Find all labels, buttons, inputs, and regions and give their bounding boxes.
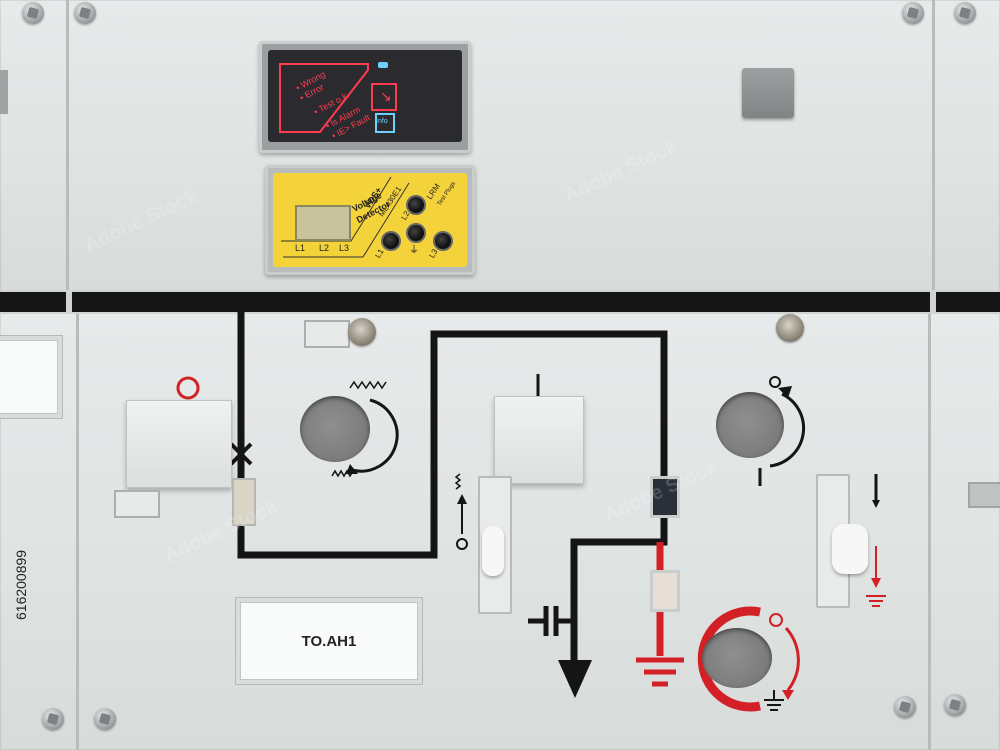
interlock-box-center bbox=[494, 396, 584, 484]
right-edge-counter bbox=[968, 482, 1000, 508]
phase-label-l2: L2 bbox=[319, 243, 330, 253]
left-edge-label-holder bbox=[0, 336, 62, 418]
disconnector-symbol-icon bbox=[229, 442, 253, 466]
screw bbox=[954, 2, 976, 24]
side-id-text: 616200899 bbox=[13, 549, 29, 620]
display-badge: Info bbox=[376, 118, 388, 125]
rotation-arrow-icon bbox=[351, 398, 399, 473]
panel-gap bbox=[930, 292, 936, 312]
display-outline-graphic bbox=[279, 63, 397, 133]
operation-counter-left bbox=[114, 490, 160, 518]
screw bbox=[944, 694, 966, 716]
earth-socket-icon: ⏚ bbox=[409, 245, 419, 256]
voltage-detector: Voltage Detector VDS+ ML430E1 L1 L2 L3 L… bbox=[265, 165, 475, 275]
center-panel-top bbox=[68, 0, 934, 292]
left-edge-latch bbox=[0, 70, 8, 114]
lcd-window bbox=[295, 205, 351, 241]
indicator-window-vertical bbox=[232, 478, 256, 526]
screw bbox=[42, 708, 64, 730]
earth-symbol-icon bbox=[636, 657, 684, 687]
slide-lever-left[interactable] bbox=[478, 476, 512, 614]
indicator-square bbox=[742, 68, 794, 118]
panel-gap bbox=[66, 292, 72, 312]
panel-seam bbox=[66, 0, 69, 292]
lock-knob-icon[interactable] bbox=[776, 314, 804, 342]
rotation-arrow-icon bbox=[769, 392, 806, 468]
screw bbox=[74, 2, 96, 24]
phase-label-l1: L1 bbox=[295, 243, 306, 253]
off-marker-icon bbox=[769, 613, 783, 627]
status-led-icon bbox=[378, 62, 388, 68]
screw bbox=[22, 2, 44, 24]
screw bbox=[902, 2, 924, 24]
indicator-window-red bbox=[650, 570, 680, 612]
spring-charged-icon bbox=[349, 380, 387, 390]
right-panel-bottom bbox=[930, 312, 1000, 750]
lever-handle[interactable] bbox=[482, 526, 504, 576]
spring-discharged-icon bbox=[331, 469, 354, 478]
right-panel-top bbox=[934, 0, 1000, 292]
voltage-detector-face: Voltage Detector VDS+ ML430E1 L1 L2 L3 L… bbox=[273, 173, 467, 267]
red-ring-marker bbox=[176, 376, 200, 400]
test-socket-earth[interactable] bbox=[406, 223, 426, 243]
test-socket-l3[interactable] bbox=[433, 231, 453, 251]
screw bbox=[94, 708, 116, 730]
test-socket-l2[interactable] bbox=[406, 195, 426, 215]
lock-knob-icon[interactable] bbox=[348, 318, 376, 346]
panel-seam bbox=[76, 312, 79, 750]
capacitor-symbol-icon bbox=[528, 606, 574, 636]
left-panel-top bbox=[0, 0, 68, 292]
indicator-window-right bbox=[650, 476, 680, 518]
display-arrow-icon: ↘ bbox=[380, 88, 392, 104]
interlock-box-left bbox=[126, 400, 232, 488]
cable-arrow-icon bbox=[558, 660, 592, 698]
detector-outline-graphic bbox=[281, 176, 410, 258]
feeder-label: TO.AH1 bbox=[236, 598, 422, 684]
test-socket-l1[interactable] bbox=[381, 231, 401, 251]
display-screen: • Wrong • Error • Test o.k. • ls Alarm •… bbox=[268, 50, 462, 142]
off-marker-icon bbox=[769, 376, 781, 388]
earth-symbol-icon bbox=[866, 595, 886, 607]
busbar-line bbox=[0, 292, 1000, 312]
earthing-switch-operating-hole[interactable] bbox=[702, 628, 772, 688]
screw bbox=[894, 696, 916, 718]
lever-handle[interactable] bbox=[832, 524, 868, 574]
phase-label-l3: L3 bbox=[339, 243, 350, 253]
indicator-window-top bbox=[304, 320, 350, 348]
circuit-breaker-operating-hole[interactable] bbox=[300, 396, 370, 462]
disconnector-operating-hole[interactable] bbox=[716, 392, 784, 458]
panel-seam bbox=[928, 312, 931, 750]
fault-indicator-display: • Wrong • Error • Test o.k. • ls Alarm •… bbox=[259, 41, 471, 153]
slide-lever-right[interactable] bbox=[816, 474, 868, 608]
panel-seam bbox=[932, 0, 935, 292]
